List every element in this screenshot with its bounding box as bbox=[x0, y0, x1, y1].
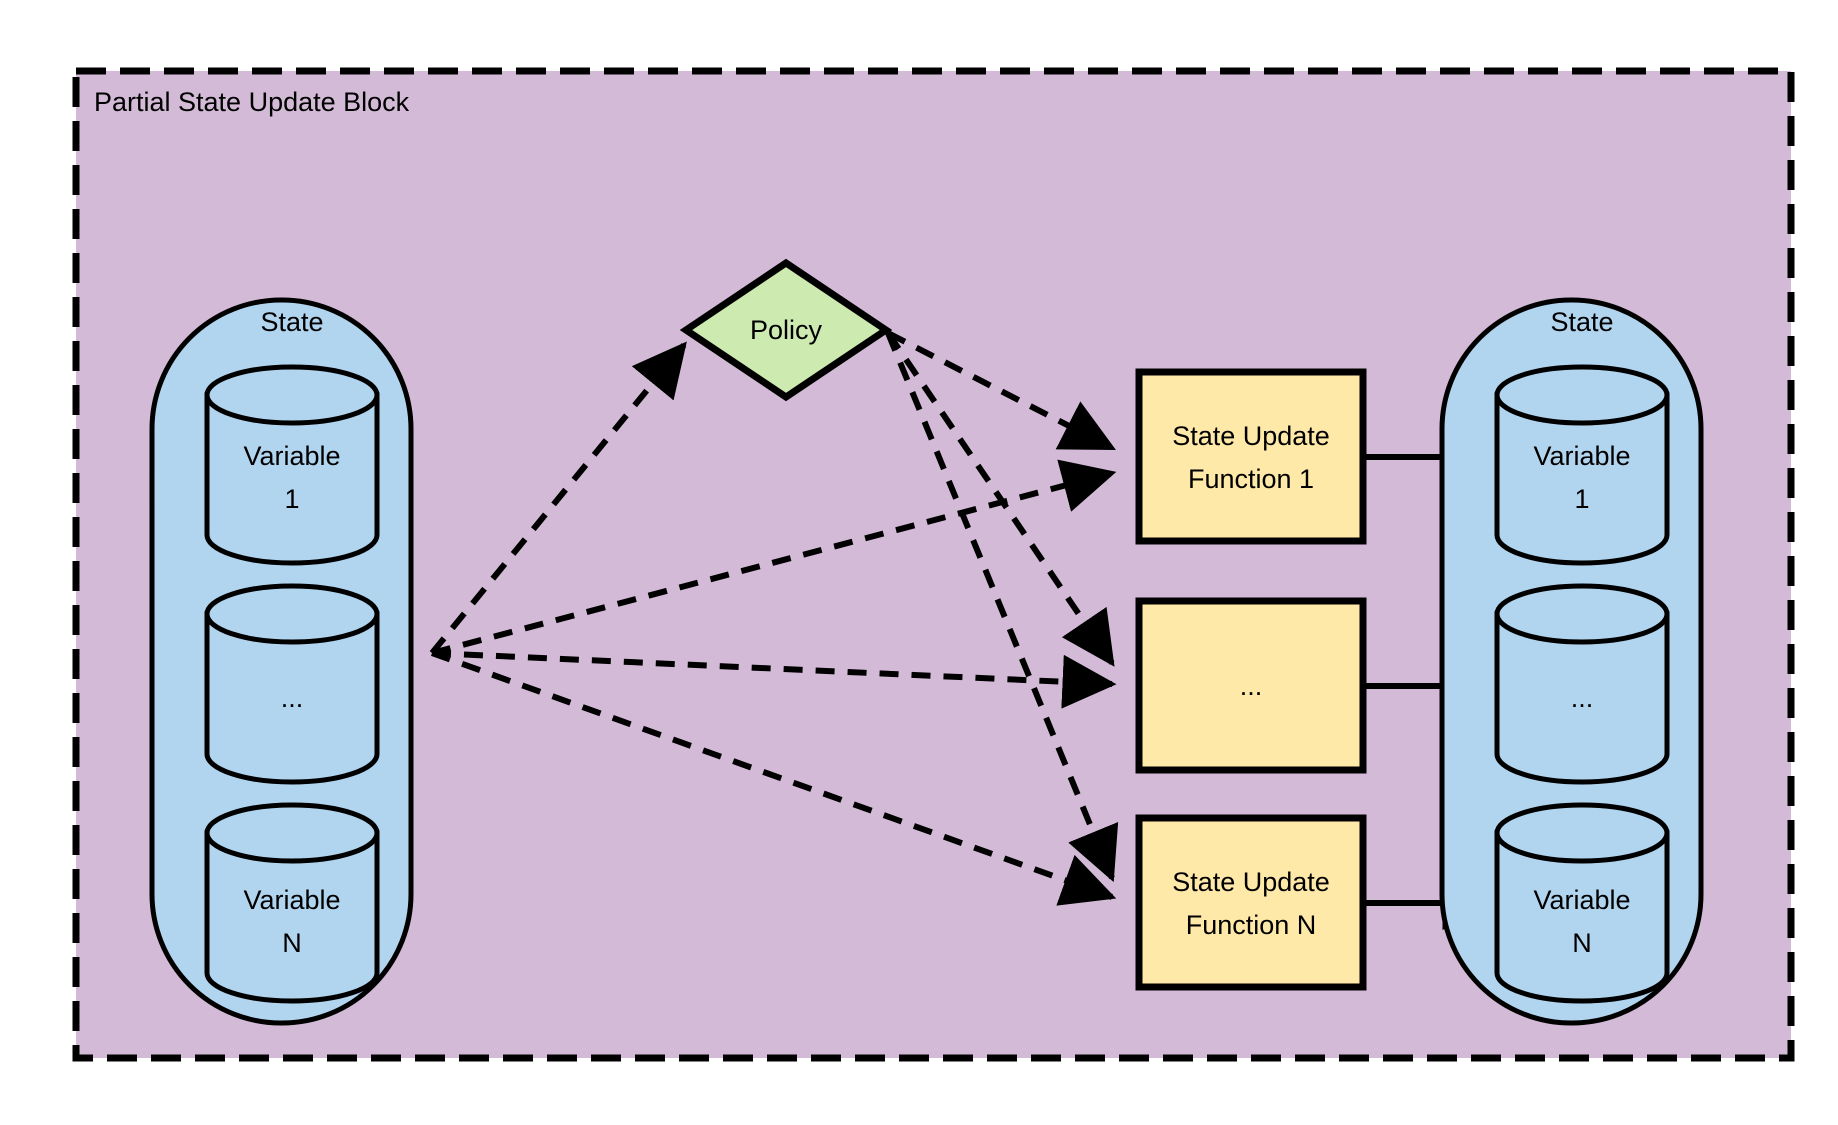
edges-from-policy bbox=[885, 330, 1119, 883]
output-variable-1-line1: Variable bbox=[1533, 441, 1630, 471]
edge-state-to-suf-mid bbox=[431, 650, 1117, 709]
edge-policy-to-suf-mid bbox=[885, 331, 1115, 667]
block-title: Partial State Update Block bbox=[94, 87, 410, 117]
input-variable-1-line2: 1 bbox=[284, 484, 299, 514]
state-update-function-ellipsis[interactable]: ... bbox=[1135, 597, 1367, 774]
input-variable-n: Variable N bbox=[204, 802, 380, 1004]
input-variable-ellipsis: ... bbox=[204, 583, 380, 785]
input-state-container: State Variable 1 ... Variable N bbox=[149, 297, 414, 1026]
state-update-function-n-line1: State Update bbox=[1172, 867, 1330, 897]
edge-state-to-suf-1 bbox=[431, 459, 1117, 656]
input-variable-n-line2: N bbox=[282, 928, 302, 958]
input-variable-1-line1: Variable bbox=[243, 441, 340, 471]
edges-from-input-state bbox=[429, 341, 1117, 906]
output-state-label: State bbox=[1550, 307, 1613, 337]
output-state-container: State Variable 1 ... Variable N bbox=[1439, 297, 1704, 1026]
output-variable-n-line2: N bbox=[1572, 928, 1592, 958]
edge-policy-to-suf-1 bbox=[886, 330, 1117, 451]
input-variable-1: Variable 1 bbox=[204, 364, 380, 566]
policy-node[interactable]: Policy bbox=[679, 258, 893, 402]
input-state-label: State bbox=[260, 307, 323, 337]
edge-policy-to-suf-n bbox=[885, 331, 1119, 883]
edge-state-to-suf-n bbox=[430, 650, 1117, 906]
state-update-function-1[interactable]: State Update Function 1 bbox=[1135, 368, 1367, 545]
state-update-function-1-line2: Function 1 bbox=[1188, 464, 1314, 494]
state-update-function-1-line1: State Update bbox=[1172, 421, 1330, 451]
state-update-function-n-line2: Function N bbox=[1186, 910, 1317, 940]
state-update-function-ellipsis-label: ... bbox=[1240, 671, 1263, 701]
output-variable-n: Variable N bbox=[1494, 802, 1670, 1004]
policy-label: Policy bbox=[750, 315, 823, 345]
output-variable-ellipsis-label: ... bbox=[1571, 683, 1594, 713]
output-variable-ellipsis: ... bbox=[1494, 583, 1670, 785]
input-variable-ellipsis-label: ... bbox=[281, 683, 304, 713]
output-variable-1-line2: 1 bbox=[1574, 484, 1589, 514]
output-variable-n-line1: Variable bbox=[1533, 885, 1630, 915]
input-variable-n-line1: Variable bbox=[243, 885, 340, 915]
edge-state-to-policy bbox=[429, 341, 687, 655]
state-update-function-n[interactable]: State Update Function N bbox=[1135, 814, 1367, 991]
output-variable-1: Variable 1 bbox=[1494, 364, 1670, 566]
